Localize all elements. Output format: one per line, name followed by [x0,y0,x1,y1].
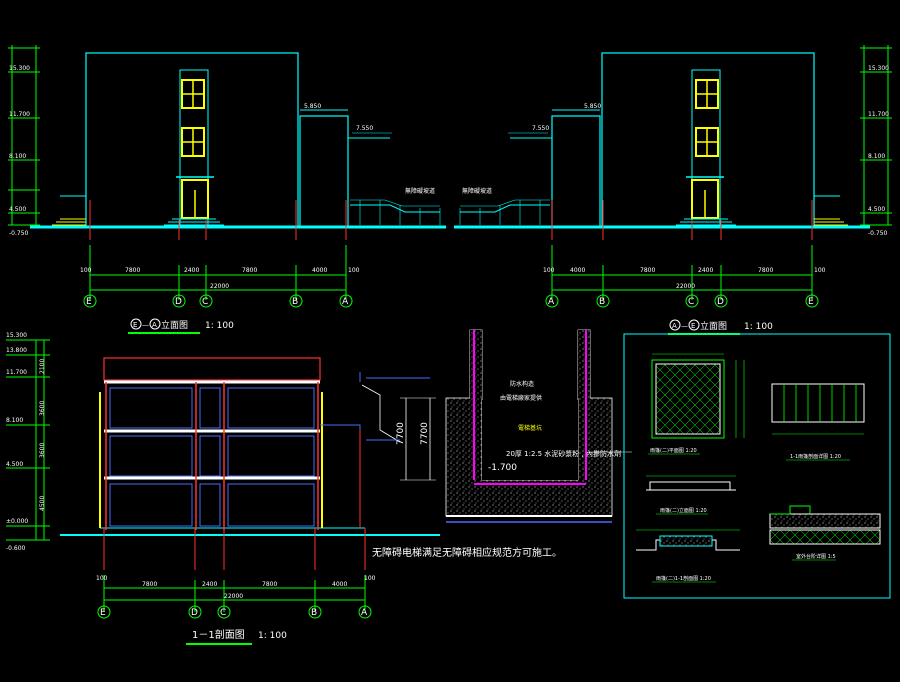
left-dim-5: 100 [348,267,360,274]
right-level-3: 8.100 [868,153,885,160]
sec-axis-b: B [311,608,317,618]
sec-level-7: -0.600 [6,545,26,552]
pit-layer2: 電梯基坑 [518,424,542,432]
sec-title: 1－1剖面图 [192,628,245,641]
left-axis-e: E [86,297,92,307]
left-label-5850: 5.850 [304,103,321,110]
sec-axis-e: E [100,608,106,618]
detail-2-label: 1-1雨篷剖面详图 1:20 [790,453,841,460]
right-dim-0: 100 [543,267,555,274]
left-axis-c: C [202,297,208,307]
right-level-4: 4.500 [868,206,885,213]
sec-level-1: 15.300 [6,332,27,339]
right-title-suffix: E [691,322,695,330]
sec-title-scale: 1: 100 [258,631,287,641]
sec-dim-2: 2400 [202,581,217,588]
right-dim-total: 22000 [676,283,695,290]
left-level-4: 4.500 [9,206,26,213]
right-axis-a: A [548,297,555,307]
pit-layer1: 由電梯廠家提供 [500,394,542,402]
detail-5-label: 室外台阶详图 1:5 [796,553,836,560]
sec-dim-4: 4000 [332,581,347,588]
left-title-suffix: A [152,321,157,329]
left-level-3: 8.100 [9,153,26,160]
left-ramp-label: 無障礙坡道 [405,187,435,195]
detail-1-label: 雨篷(二)平面图 1:20 [650,447,697,454]
pit-note: 20厚 1:2.5 水泥砂漿粉 , 內摻防水劑 [506,449,621,458]
right-title-mid: — [681,322,688,330]
left-elevation: 15.300 11.700 8.100 4.500 -0.750 5.850 7… [8,45,446,334]
pit-dim2: 7700 [420,422,430,445]
left-axis-b: B [292,297,298,307]
sec-axis-c: C [220,608,226,618]
right-label-7550: 7.550 [532,125,549,132]
sec-axis-a: A [361,608,368,618]
right-level-1: 15.300 [868,65,889,72]
left-dim-4: 4000 [312,267,327,274]
left-dim-2: 2400 [184,267,199,274]
right-elevation: 5.850 7.550 無障礙坡道 [454,45,892,335]
sec-level-3: 11.700 [6,369,27,376]
left-level-5: -0.750 [9,230,29,237]
right-title-scale: 1: 100 [744,322,773,332]
right-title-text: 立面图 [700,320,727,332]
elevator-pit: 防水构造 由電梯廠家提供 電梯基坑 -1.700 20厚 1:2.5 水泥砂漿粉… [361,329,632,523]
left-axis-a: A [342,297,349,307]
right-axis-d: D [717,297,724,307]
right-axis-e: E [808,297,814,307]
left-title-prefix: E [133,321,137,329]
sec-dim-total: 22000 [224,593,243,600]
left-dim-0: 100 [80,267,92,274]
pit-level: -1.700 [488,463,517,473]
left-title-scale: 1: 100 [205,321,234,331]
section-1-1: 15.300 13.800 11.700 8.100 4.500 ±0.000 … [6,332,440,645]
right-dim-3: 2400 [698,267,713,274]
details-panel: 雨篷(二)平面图 1:20 1-1雨篷剖面详图 1:20 雨篷(二)立面图 1:… [623,333,891,599]
left-title-text: 立面图 [161,319,188,331]
sec-height-1: 2100 [39,359,46,374]
left-level-2: 11.700 [9,111,30,118]
sec-axis-d: D [191,608,198,618]
left-dim-total: 22000 [210,283,229,290]
sec-dim-3: 7800 [262,581,277,588]
detail-3-label: 雨篷(二)立面图 1:20 [660,507,707,514]
pit-title: 防水构造 [510,380,534,388]
right-ramp-label: 無障礙坡道 [462,187,492,195]
sec-level-2: 13.800 [6,347,27,354]
right-label-5850: 5.850 [584,103,601,110]
sec-dim-5: 100 [364,575,376,582]
sec-dim-0: 100 [96,575,108,582]
sec-level-6: ±0.000 [6,518,28,525]
right-axis-b: B [599,297,605,307]
right-axis-c: C [688,297,694,307]
left-level-1: 15.300 [9,65,30,72]
right-dim-4: 7800 [758,267,773,274]
right-dim-2: 7800 [640,267,655,274]
right-dim-1: 4000 [570,267,585,274]
left-dim-3: 7800 [242,267,257,274]
sec-level-4: 8.100 [6,417,23,424]
construction-note: 无障碍电梯满足无障碍相应规范方可施工。 [372,546,562,559]
left-dim-1: 7800 [125,267,140,274]
sec-height-2: 3600 [39,401,46,416]
detail-4-label: 雨篷(二)1-1剖面图 1:20 [656,575,711,582]
sec-height-4: 4500 [39,496,46,511]
right-title-prefix: A [672,322,677,330]
left-axis-d: D [175,297,182,307]
left-label-7550: 7.550 [356,125,373,132]
right-level-2: 11.700 [868,111,889,118]
pit-dim1: 7700 [396,422,406,445]
sec-height-3: 3600 [39,443,46,458]
left-title-mid: — [142,321,149,329]
right-dim-5: 100 [814,267,826,274]
sec-level-5: 4.500 [6,461,23,468]
sec-dim-1: 7800 [142,581,157,588]
right-level-5: -0.750 [868,230,888,237]
